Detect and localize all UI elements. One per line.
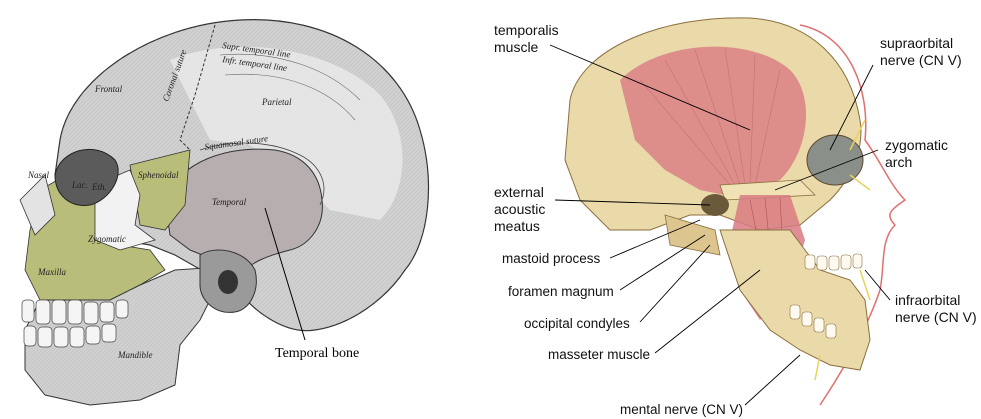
left-skull-illustration: Frontal Coronal suture Supr. temporal li…	[0, 0, 470, 419]
mastoid-label: mastoid process	[502, 251, 601, 266]
temporalis-label-line1: temporalis	[494, 22, 559, 38]
occipital-label: occipital condyles	[524, 316, 630, 331]
nasal-label: Nasal	[27, 170, 50, 180]
right-skull-svg: temporalis muscle supraorbital nerve (CN…	[470, 0, 981, 419]
eam-label-line2: acoustic	[494, 201, 545, 217]
temporalis-label-line2: muscle	[494, 39, 539, 55]
zygomatic-label-line1: zygomatic	[885, 137, 948, 153]
parietal-label: Parietal	[261, 97, 292, 107]
upper-teeth	[22, 300, 128, 324]
masseter-label: masseter muscle	[548, 347, 650, 362]
left-skull-svg: Frontal Coronal suture Supr. temporal li…	[0, 0, 470, 419]
supraorbital-label-line2: nerve (CN V)	[880, 52, 962, 68]
sphenoidal-label: Sphenoidal	[138, 170, 179, 180]
zygomatic-label-line2: arch	[885, 154, 912, 170]
eam-label-line1: external	[494, 184, 544, 200]
eam-label-line3: meatus	[494, 218, 540, 234]
zygomatic-label: Zygomatic	[88, 234, 126, 244]
lac-label: Lac.	[71, 180, 88, 190]
maxilla-label: Maxilla	[37, 267, 66, 277]
temporal-bone-callout: Temporal bone	[275, 346, 359, 361]
supraorbital-label-line1: supraorbital	[880, 35, 953, 51]
frontal-label: Frontal	[94, 84, 123, 94]
infraorbital-label-line1: infraorbital	[895, 292, 960, 308]
temporal-label: Temporal	[212, 197, 247, 207]
mental-nerve-label: mental nerve (CN V)	[620, 402, 743, 417]
orbit-opening	[807, 135, 863, 185]
mandible-label: Mandible	[117, 350, 153, 360]
infraorbital-label-line2: nerve (CN V)	[895, 309, 977, 325]
eth-label: Eth.	[91, 182, 107, 192]
upper-teeth	[805, 254, 862, 270]
right-skull-illustration: temporalis muscle supraorbital nerve (CN…	[470, 0, 981, 419]
foramen-label: foramen magnum	[508, 284, 614, 299]
mandible-bone	[720, 230, 870, 370]
